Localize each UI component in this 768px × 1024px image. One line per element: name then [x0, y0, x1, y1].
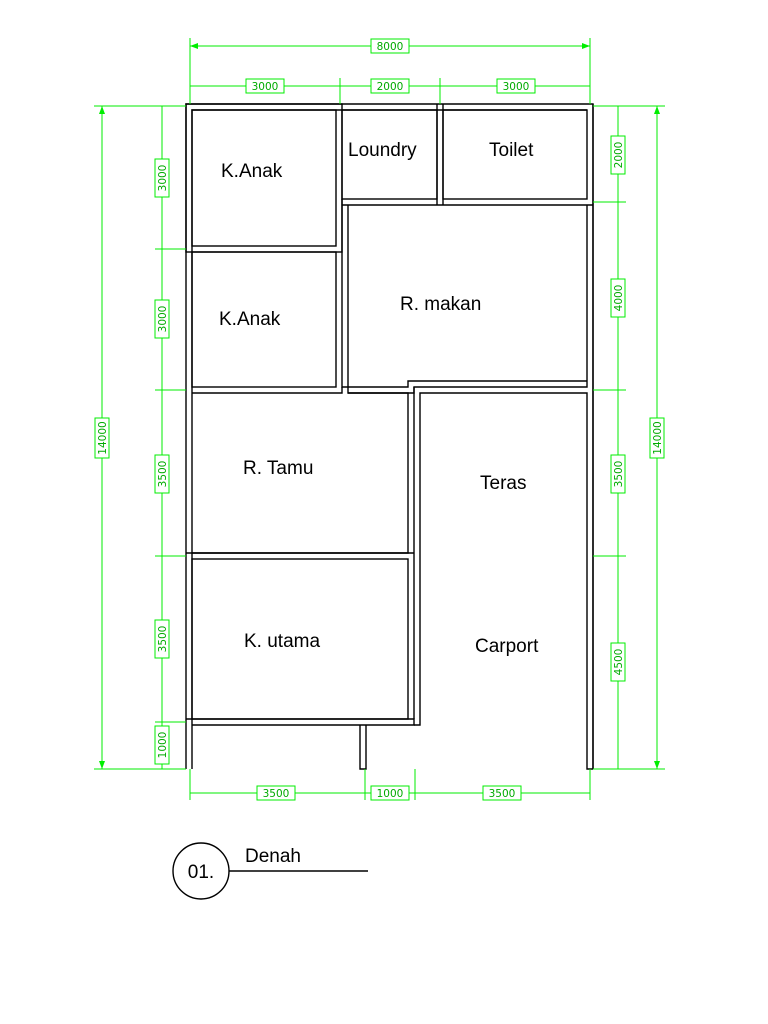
dimensions-right: 14000 2000 4000 3500 4500	[593, 105, 665, 770]
dim-box	[154, 725, 170, 765]
drawing-title: 01. Denah	[172, 842, 368, 900]
dim-box	[94, 417, 110, 459]
dim-box	[370, 38, 410, 54]
dim-left-3: 3500	[157, 461, 169, 488]
dim-left-1: 3000	[157, 165, 169, 192]
dim-bottom-3: 3500	[489, 788, 516, 800]
room-label-rmakan: R. makan	[400, 294, 481, 315]
dim-box	[154, 619, 170, 659]
dim-box	[370, 78, 410, 94]
room-label-kanak-mid: K.Anak	[219, 309, 281, 330]
room-labels: K.Anak Loundry Toilet K.Anak R. makan R.…	[219, 140, 539, 657]
outer-wall-inner	[191, 109, 587, 769]
dim-box	[154, 299, 170, 339]
arrow-icon	[654, 761, 660, 769]
dim-left-5: 1000	[157, 732, 169, 759]
dim-box	[154, 158, 170, 198]
room-label-kanak-top: K.Anak	[221, 161, 283, 182]
dim-left-2: 3000	[157, 306, 169, 333]
dim-box	[256, 785, 296, 801]
arrow-icon	[99, 106, 105, 114]
dim-right-4: 4500	[613, 649, 625, 676]
arrow-icon	[582, 43, 590, 49]
dim-box	[154, 454, 170, 494]
dim-box	[245, 78, 285, 94]
dim-bottom-1: 3500	[263, 788, 290, 800]
dim-left-total: 14000	[97, 421, 109, 454]
title-number: 01.	[188, 862, 214, 883]
dim-right-total: 14000	[652, 421, 664, 454]
room-label-kutama: K. utama	[244, 631, 320, 652]
outer-wall	[185, 103, 594, 770]
dim-box	[496, 78, 536, 94]
front-wall-left	[186, 718, 415, 770]
dim-left-4: 3500	[157, 626, 169, 653]
room-outline-kanak-top	[191, 109, 337, 247]
dim-top-3: 3000	[503, 81, 530, 93]
dim-box	[649, 417, 665, 459]
dim-box	[610, 454, 626, 494]
walls	[185, 103, 594, 770]
room-label-carport: Carport	[475, 636, 539, 657]
dim-top-1: 3000	[252, 81, 279, 93]
dim-top-total: 8000	[377, 41, 404, 53]
dim-right-3: 3500	[613, 461, 625, 488]
dim-box	[610, 135, 626, 175]
title-name: Denah	[245, 846, 301, 867]
room-outline-kanak-mid	[191, 251, 337, 388]
dim-bottom-2: 1000	[377, 788, 404, 800]
arrow-icon	[190, 43, 198, 49]
room-label-teras: Teras	[480, 473, 526, 494]
dim-box	[370, 785, 410, 801]
room-label-toilet: Toilet	[489, 140, 534, 161]
arrow-icon	[99, 761, 105, 769]
dim-box	[610, 642, 626, 682]
dimensions-bottom: 3500 1000 3500	[189, 769, 591, 801]
room-outline-rmakan-step	[341, 199, 587, 388]
dim-right-2: 4000	[613, 285, 625, 312]
dim-right-1: 2000	[613, 142, 625, 169]
room-label-loundry: Loundry	[348, 140, 417, 161]
dim-box	[482, 785, 522, 801]
arrow-icon	[654, 106, 660, 114]
dimensions-top: 8000 3000 2000 3000	[189, 38, 591, 104]
dim-top-2: 2000	[377, 81, 404, 93]
dim-box	[610, 278, 626, 318]
room-outline-kutama	[191, 558, 409, 720]
dimensions-left: 14000 3000 3000 3500 3500 1000	[94, 105, 186, 770]
room-label-rtamu: R. Tamu	[243, 458, 313, 479]
